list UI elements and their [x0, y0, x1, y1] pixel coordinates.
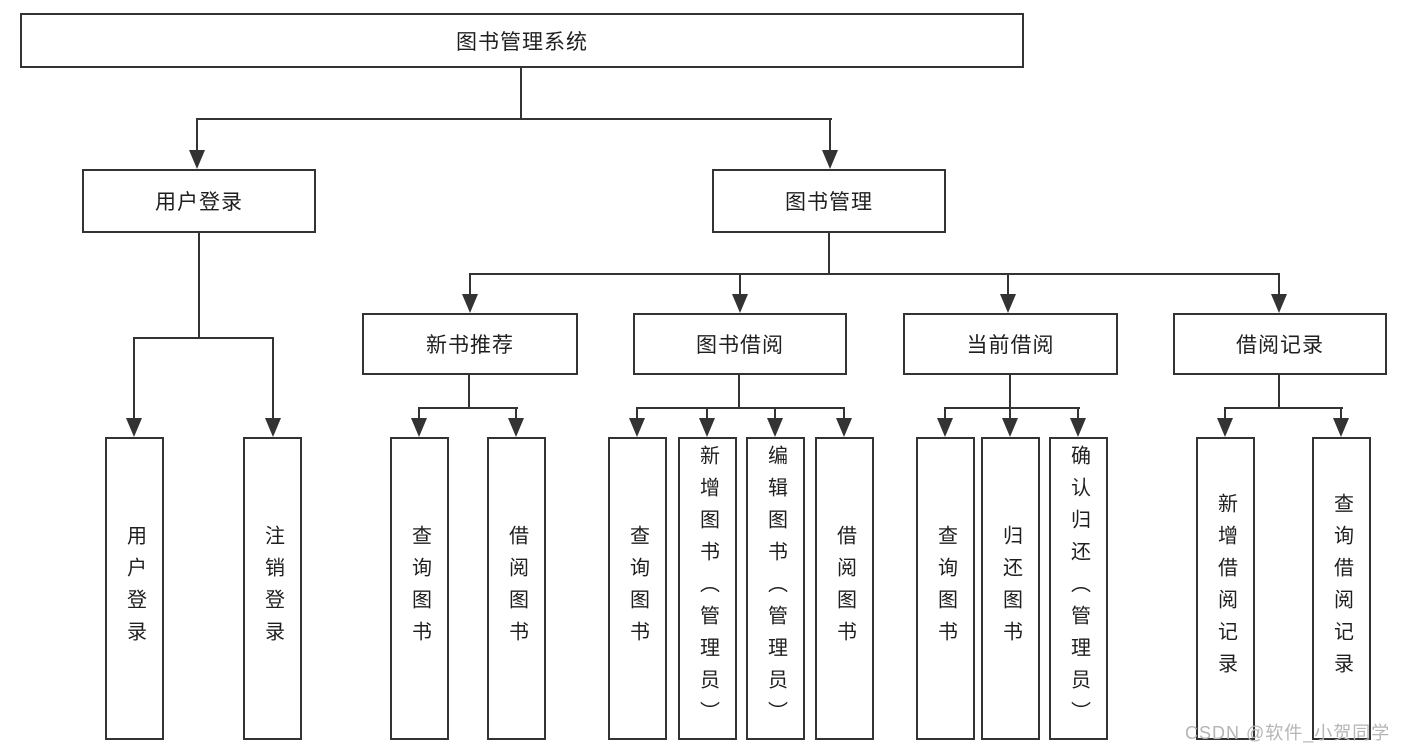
connector-vline — [272, 339, 274, 418]
connector-vline — [1009, 375, 1011, 407]
connector-vline — [468, 375, 470, 407]
arrow-down-icon — [937, 418, 953, 437]
connector-vline — [1007, 275, 1009, 296]
node-book-management: 图书管理 — [712, 169, 946, 233]
connector-vline — [520, 68, 522, 118]
leaf-add-borrow-record: 新增借阅记录 — [1196, 437, 1255, 740]
leaf-query-books-borrow: 查询图书 — [608, 437, 667, 740]
arrow-down-icon — [1271, 294, 1287, 313]
leaf-query-borrow-record: 查询借阅记录 — [1312, 437, 1371, 740]
leaf-label: 注销登录 — [261, 524, 284, 653]
arrow-down-icon — [1333, 418, 1349, 437]
connector-vline — [843, 409, 845, 420]
arrow-down-icon — [1002, 418, 1018, 437]
connector-hline — [1224, 407, 1343, 409]
node-label: 图书管理系统 — [456, 30, 588, 54]
arrow-down-icon — [822, 150, 838, 169]
leaf-label: 借阅图书 — [505, 524, 528, 653]
leaf-label: 查询图书 — [408, 524, 431, 653]
leaf-query-books-current: 查询图书 — [916, 437, 975, 740]
connector-vline — [198, 232, 200, 337]
node-library-management-system: 图书管理系统 — [20, 13, 1024, 68]
arrow-down-icon — [462, 294, 478, 313]
connector-vline — [706, 409, 708, 420]
arrow-down-icon — [699, 418, 715, 437]
leaf-user-login: 用户登录 — [105, 437, 164, 740]
node-label: 借阅记录 — [1236, 334, 1324, 357]
connector-vline — [1077, 409, 1079, 420]
arrow-down-icon — [1217, 418, 1233, 437]
arrow-down-icon — [1000, 294, 1016, 313]
connector-vline — [636, 409, 638, 420]
arrow-down-icon — [629, 418, 645, 437]
connector-vline — [739, 275, 741, 296]
arrow-down-icon — [836, 418, 852, 437]
connector-hline — [469, 273, 1280, 275]
csdn-watermark: CSDN @软件_小贺同学 — [1185, 723, 1391, 743]
arrow-down-icon — [189, 150, 205, 169]
leaf-edit-books-admin: 编辑图书（管理员） — [746, 437, 805, 740]
node-label: 当前借阅 — [966, 334, 1055, 357]
leaf-borrow-books-recommend: 借阅图书 — [487, 437, 546, 740]
connector-vline — [515, 409, 517, 420]
leaf-label: 归还图书 — [999, 524, 1022, 653]
connector-vline — [738, 375, 740, 407]
node-label: 用户登录 — [155, 191, 243, 214]
connector-vline — [828, 232, 830, 273]
arrow-down-icon — [508, 418, 524, 437]
connector-vline — [1278, 275, 1280, 296]
leaf-label: 新增图书（管理员） — [696, 444, 719, 733]
leaf-logout: 注销登录 — [243, 437, 302, 740]
arrow-down-icon — [411, 418, 427, 437]
node-user-login: 用户登录 — [82, 169, 316, 233]
leaf-query-books-recommend: 查询图书 — [390, 437, 449, 740]
leaf-label: 查询图书 — [626, 524, 649, 653]
node-book-borrowing: 图书借阅 — [633, 313, 847, 375]
arrow-down-icon — [732, 294, 748, 313]
leaf-label: 查询借阅记录 — [1330, 492, 1353, 685]
connector-hline — [133, 337, 274, 339]
node-label: 图书借阅 — [696, 334, 784, 357]
leaf-label: 新增借阅记录 — [1214, 492, 1237, 685]
connector-vline — [1009, 409, 1011, 420]
node-borrowing-records: 借阅记录 — [1173, 313, 1387, 375]
connector-hline — [196, 118, 832, 120]
arrow-down-icon — [767, 418, 783, 437]
connector-vline — [469, 275, 471, 296]
node-label: 图书管理 — [785, 191, 873, 214]
connector-vline — [829, 120, 831, 152]
leaf-return-books: 归还图书 — [981, 437, 1040, 740]
connector-vline — [1224, 409, 1226, 420]
leaf-add-books-admin: 新增图书（管理员） — [678, 437, 737, 740]
connector-vline — [1340, 409, 1342, 420]
arrow-down-icon — [126, 418, 142, 437]
leaf-label: 查询图书 — [934, 524, 957, 653]
connector-vline — [774, 409, 776, 420]
leaf-label: 用户登录 — [123, 524, 146, 653]
connector-vline — [418, 409, 420, 420]
leaf-borrow-books: 借阅图书 — [815, 437, 874, 740]
arrow-down-icon — [265, 418, 281, 437]
leaf-confirm-return-admin: 确认归还（管理员） — [1049, 437, 1108, 740]
node-label: 新书推荐 — [426, 334, 514, 357]
leaf-label: 编辑图书（管理员） — [764, 444, 787, 733]
arrow-down-icon — [1070, 418, 1086, 437]
connector-vline — [1278, 375, 1280, 407]
connector-vline — [133, 339, 135, 418]
connector-vline — [944, 409, 946, 420]
connector-hline — [636, 407, 845, 409]
leaf-label: 确认归还（管理员） — [1067, 444, 1090, 733]
node-new-book-recommendation: 新书推荐 — [362, 313, 578, 375]
leaf-label: 借阅图书 — [833, 524, 856, 653]
connector-vline — [196, 120, 198, 152]
connector-hline — [944, 407, 1080, 409]
node-current-borrowing: 当前借阅 — [903, 313, 1118, 375]
connector-hline — [418, 407, 518, 409]
